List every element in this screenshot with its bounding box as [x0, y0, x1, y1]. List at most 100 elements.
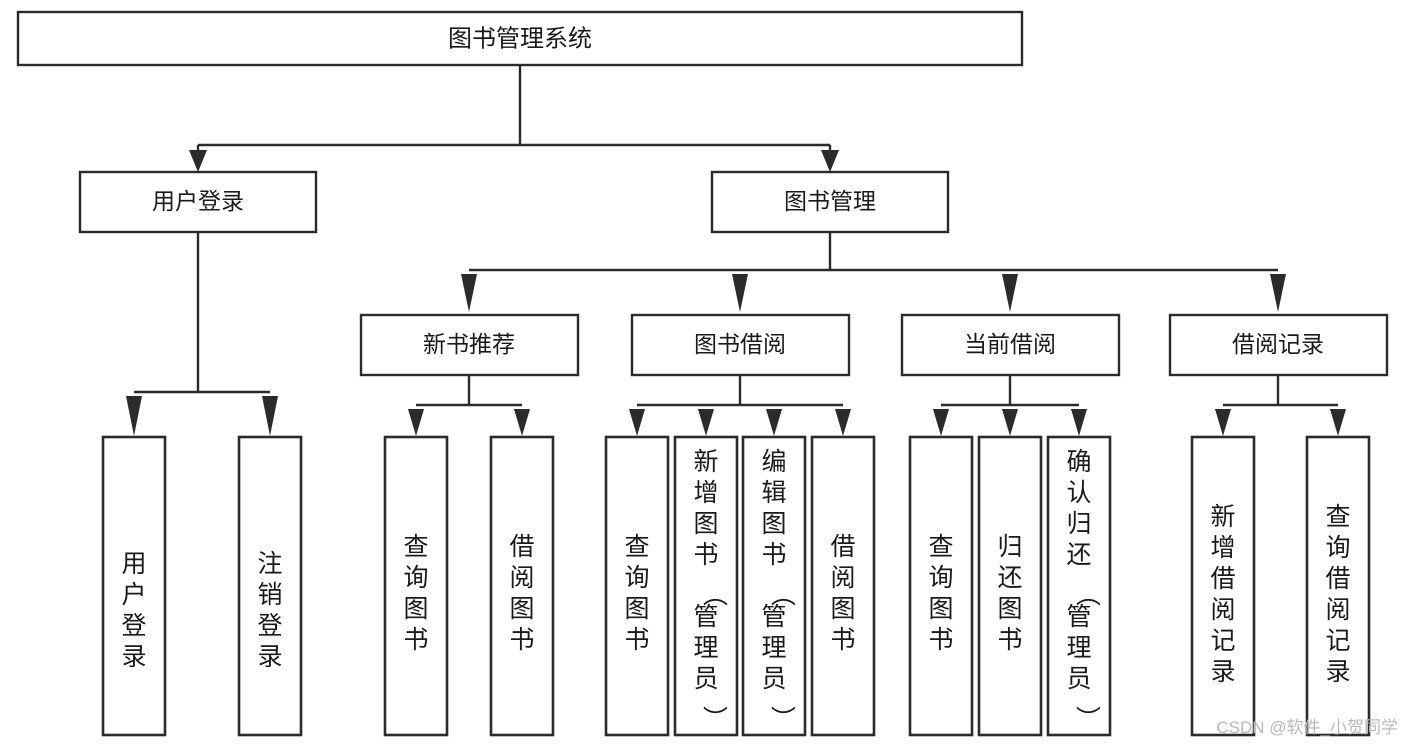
leaf-label-char: 归 — [997, 533, 1022, 561]
leaf-box[interactable] — [673, 435, 739, 737]
connector-group-current-borrow — [933, 375, 1087, 436]
leaf-box[interactable] — [1305, 435, 1371, 737]
leaf-box[interactable] — [383, 435, 449, 737]
arrow-head-to-borrow-record — [1270, 274, 1286, 312]
leaf-label-char: 阅 — [1210, 596, 1235, 624]
leaf-label-char: 图 — [928, 595, 953, 623]
leaf-box[interactable] — [810, 435, 876, 737]
node-borrow-record-label: 借阅记录 — [1232, 331, 1324, 357]
leaf-label-char: ） — [768, 705, 796, 730]
leaf-box[interactable] — [1046, 435, 1112, 737]
leaf-label-char: 还 — [997, 564, 1022, 592]
leaf-label-char: 认 — [1066, 479, 1091, 507]
arrow-head-new-book-2 — [514, 409, 530, 436]
leaf-label-char: 图 — [761, 510, 786, 538]
leaf-label-char: 员 — [761, 665, 786, 693]
node-book-borrow-box[interactable] — [630, 313, 851, 377]
arrow-head-to-book-borrow — [732, 274, 748, 312]
arrow-head-book-borrow-1 — [629, 409, 645, 436]
leaf-label-char: 新 — [693, 448, 718, 476]
arrow-head-current-borrow-3 — [1071, 409, 1087, 436]
leaf-label-char: 还 — [1066, 541, 1091, 569]
leaf-label-char: ） — [1073, 705, 1101, 730]
connector-group-borrow-record — [1215, 375, 1346, 436]
leaf-label-char: 图 — [509, 595, 534, 623]
node-book-manage[interactable]: 图书管理 — [710, 170, 950, 234]
leaf-box[interactable] — [237, 435, 303, 737]
node-root-box[interactable] — [16, 10, 1024, 67]
leaf-label-char: 注 — [257, 550, 282, 578]
leaf-label-char: 理 — [761, 634, 786, 662]
leaf-label-char: 书 — [830, 626, 855, 654]
leaf-label-char: 户 — [121, 581, 146, 609]
node-root-system[interactable]: 图书管理系统 — [16, 10, 1024, 67]
leaf-label-char: （ — [700, 581, 728, 606]
node-book-manage-box[interactable] — [710, 170, 950, 234]
leaf-label-char: 阅 — [830, 564, 855, 592]
node-user-login-box[interactable] — [78, 170, 318, 234]
arrow-head-to-new-book — [461, 274, 477, 312]
arrow-head-user-login-2 — [262, 396, 278, 436]
leaf-label-char: 登 — [121, 612, 146, 640]
leaf-label-char: 书 — [928, 626, 953, 654]
leaf-box[interactable] — [741, 435, 807, 737]
leaf-label-char: 查 — [1325, 503, 1350, 531]
leaf-label-char: 查 — [928, 533, 953, 561]
leaf-label-char: 管 — [693, 603, 718, 631]
node-current-borrow[interactable]: 当前借阅 — [900, 313, 1121, 377]
node-user-login[interactable]: 用户登录 — [78, 170, 318, 234]
leaf-box[interactable] — [1190, 435, 1256, 737]
leaf-label-char: 查 — [403, 533, 428, 561]
leaf-label-char: 借 — [509, 533, 534, 561]
leaf-user-login-login[interactable]: 用户登录 — [101, 435, 167, 737]
arrow-head-current-borrow-1 — [933, 409, 949, 436]
leaf-label-char: 录 — [1325, 658, 1350, 686]
leaf-box[interactable] — [977, 435, 1043, 737]
leaf-label-char: 书 — [403, 626, 428, 654]
node-book-borrow[interactable]: 图书借阅 — [630, 313, 851, 377]
node-borrow-record-box[interactable] — [1168, 313, 1389, 377]
leaf-label-char: 理 — [1066, 634, 1091, 662]
node-new-book-recommend-box[interactable] — [359, 313, 580, 377]
leaf-label-char: 登 — [257, 612, 282, 640]
connector-group-root — [189, 65, 839, 172]
node-borrow-record[interactable]: 借阅记录 — [1168, 313, 1389, 377]
arrow-head-to-current-borrow — [1002, 274, 1018, 312]
node-book-borrow-label: 图书借阅 — [694, 331, 786, 357]
leaf-box[interactable] — [101, 435, 167, 737]
connector-group-book-borrow — [629, 375, 851, 436]
leaf-label-char: 借 — [1325, 565, 1350, 593]
leaf-label-char: 编 — [761, 448, 786, 476]
leaf-label-char: 书 — [509, 626, 534, 654]
leaf-label-char: 销 — [257, 581, 282, 609]
node-new-book-recommend[interactable]: 新书推荐 — [359, 313, 580, 377]
leaf-box[interactable] — [604, 435, 670, 737]
leaf-label-char: 借 — [1210, 565, 1235, 593]
node-new-book-recommend-label: 新书推荐 — [423, 331, 515, 357]
arrow-head-book-borrow-2 — [698, 409, 714, 436]
leaf-box[interactable] — [489, 435, 555, 737]
leaf-label-char: 图 — [624, 595, 649, 623]
node-current-borrow-box[interactable] — [900, 313, 1121, 377]
leaf-box[interactable] — [908, 435, 974, 737]
leaf-label-char: 记 — [1210, 627, 1235, 655]
